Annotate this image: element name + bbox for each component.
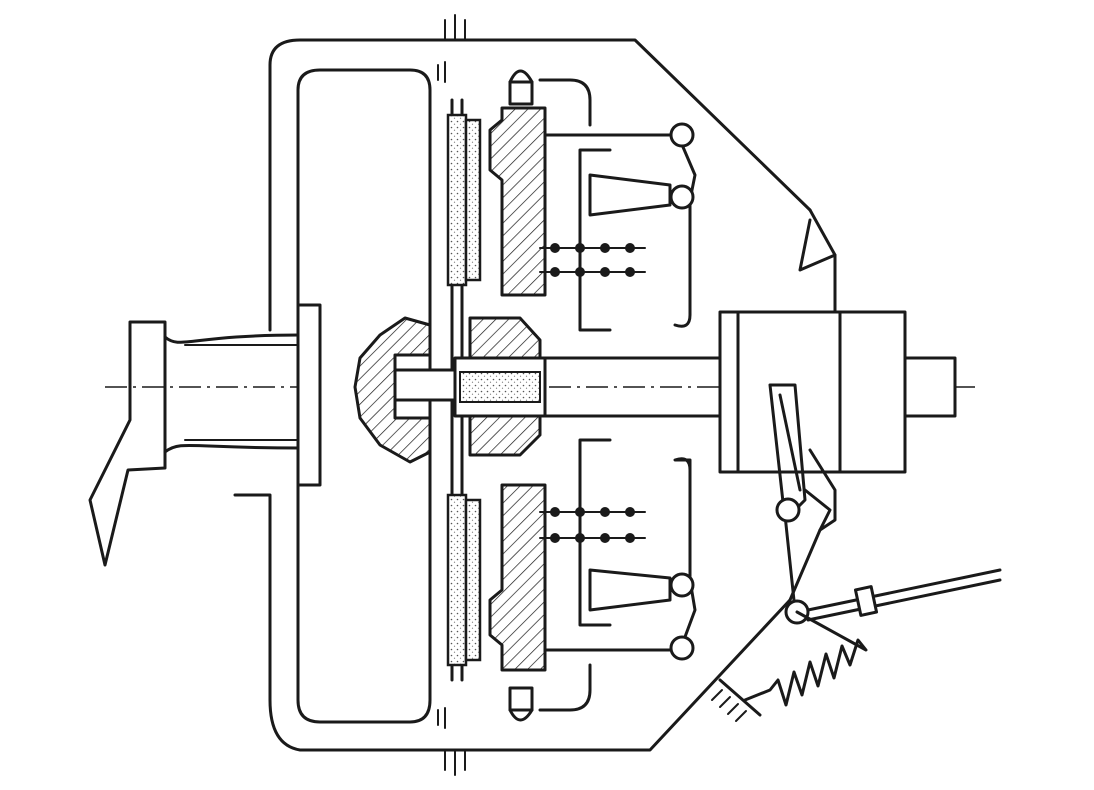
crankshaft-flange	[88, 303, 322, 567]
release-lever-lower	[543, 457, 697, 661]
flywheel-bolt-bottom	[437, 707, 466, 776]
spring-anchor	[711, 678, 762, 722]
pedal-rod	[806, 568, 1002, 622]
gearbox-bell-lower	[788, 448, 837, 602]
pressure-springs	[539, 243, 646, 543]
release-bearing	[718, 310, 957, 474]
gearbox-bell-upper	[798, 218, 837, 314]
release-lever-upper	[543, 122, 697, 328]
pressure-plate-upper	[488, 106, 547, 297]
flywheel-bolt-top	[437, 14, 466, 83]
clutch-housing	[233, 38, 837, 752]
clutch-cover	[508, 69, 612, 722]
return-spring	[743, 610, 868, 707]
release-fork	[768, 383, 832, 625]
input-shaft	[393, 356, 722, 418]
pressure-plate-lower	[488, 483, 547, 672]
